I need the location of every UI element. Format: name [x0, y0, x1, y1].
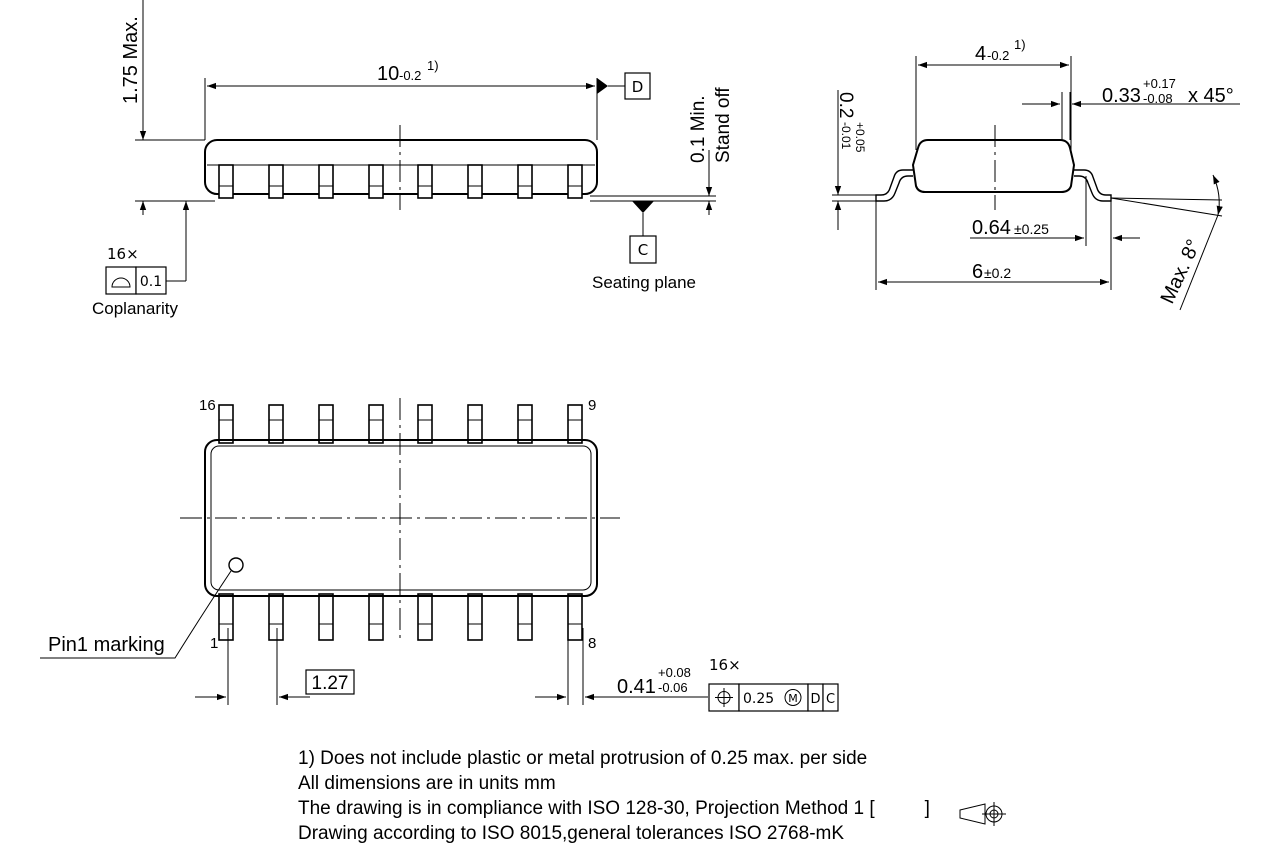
position-datum-c: C: [826, 692, 835, 707]
length-tolerance: -0.2: [399, 68, 421, 83]
height-label: 1.75 Max.: [120, 16, 142, 104]
top-pin-upper: [467, 404, 483, 444]
side-pin: [567, 164, 583, 199]
lead-width-tol-lower: -0.06: [658, 680, 688, 695]
side-pin: [467, 164, 483, 199]
right-lead: [1074, 169, 1112, 202]
top-pin-lower: [268, 593, 284, 641]
top-pin-lower: [368, 593, 384, 641]
surface-profile-icon: [111, 277, 131, 288]
side-pin: [517, 164, 533, 199]
foot-length-tolerance: ±0.25: [1014, 221, 1049, 237]
left-lead: [875, 169, 913, 202]
pin-16-label: 16: [199, 397, 216, 414]
side-pin: [417, 164, 433, 199]
pin-1-label: 1: [210, 635, 218, 652]
datum-d-letter: D: [632, 78, 644, 96]
chamfer-tol-upper: +0.17: [1143, 76, 1176, 91]
datum-c-letter: C: [638, 241, 648, 259]
width-value: 4: [975, 43, 986, 65]
note-line-3-prefix: The drawing is in compliance with ISO 12…: [298, 798, 875, 819]
lead-thickness-value: 0.2: [835, 92, 856, 118]
side-view: 10 -0.2 1) D 1.75 Max. 0.1 Min. Stand of…: [92, 0, 734, 318]
datum-d-box: [624, 72, 651, 100]
pin1-leader: [40, 570, 232, 659]
side-pins: [218, 164, 583, 199]
side-pin: [318, 164, 334, 199]
top-pin-lower: [218, 593, 234, 641]
lead-width-value: 0.41: [617, 676, 656, 698]
lead-thickness-tol-upper: +0.05: [853, 122, 867, 153]
top-pin-upper: [417, 404, 433, 444]
coplanarity-value: 0.1: [140, 274, 162, 290]
note-line-3-suffix: ]: [924, 798, 930, 819]
top-view: 16 9 1 8 Pin1 marking 1.27 0.41 +0.08 -0…: [40, 397, 839, 712]
length-note: 1): [427, 58, 439, 73]
side-package-body: [204, 139, 598, 195]
span-value: 6: [972, 261, 983, 283]
length-value: 10: [377, 63, 399, 85]
chamfer-tol-lower: -0.08: [1143, 91, 1173, 106]
coplanarity-value-box: [135, 266, 167, 295]
angle-arc: [1212, 174, 1223, 216]
width-note: 1): [1014, 37, 1026, 52]
top-package-body: [204, 439, 598, 597]
top-pin-lower: [517, 593, 533, 641]
drawing-notes: 1) Does not include plastic or metal pro…: [298, 746, 930, 846]
top-pin-upper: [268, 404, 284, 444]
datum-c-triangle: [632, 201, 654, 213]
mmc-modifier-icon: [784, 689, 802, 706]
coplanarity-count: 16×: [107, 245, 139, 263]
foot-length-value: 0.64: [972, 217, 1011, 239]
lead-thickness-tol-lower: -0.01: [839, 122, 853, 150]
pin-9-label: 9: [588, 397, 596, 414]
note-line-1: 1) Does not include plastic or metal pro…: [298, 748, 868, 769]
position-count: 16×: [709, 656, 741, 674]
angle-label: Max. 8°: [1157, 236, 1206, 307]
side-pin: [268, 164, 284, 199]
top-pin-upper: [517, 404, 533, 444]
top-pin-lower: [467, 593, 483, 641]
side-pin: [218, 164, 234, 199]
top-pin-lower: [567, 593, 583, 641]
pin1-marking-label: Pin1 marking: [48, 634, 165, 656]
chamfer-angle: x 45°: [1188, 85, 1234, 107]
side-pin: [368, 164, 384, 199]
end-view: 4 -0.2 1) 0.33 +0.17 -0.08 x 45° 0.2 +0.…: [832, 37, 1240, 311]
position-datum-d: D: [810, 692, 820, 707]
standoff-text: Stand off: [713, 87, 734, 163]
position-tolerance: 0.25: [743, 691, 774, 707]
projection-method-icon: [959, 802, 1006, 826]
lead-width-tol-upper: +0.08: [658, 665, 691, 680]
top-pin-upper: [218, 404, 234, 444]
width-tolerance: -0.2: [987, 48, 1009, 63]
datum-c-box: [629, 235, 657, 264]
pin1-dot-icon: [228, 557, 244, 573]
datum-d-triangle: [597, 78, 608, 94]
top-pin-upper: [318, 404, 334, 444]
coplanarity-symbol-box: [105, 266, 137, 295]
seating-plane-label: Seating plane: [592, 273, 696, 292]
note-line-4: Drawing according to ISO 8015,general to…: [298, 823, 845, 844]
chamfer-value: 0.33: [1102, 85, 1141, 107]
top-pin-lower: [417, 593, 433, 641]
note-line-2: All dimensions are in units mm: [298, 773, 556, 794]
note-line-3: The drawing is in compliance with ISO 12…: [298, 796, 930, 821]
mmc-modifier: M: [788, 692, 798, 705]
standoff-label: 0.1 Min.: [688, 95, 709, 163]
top-pin-lower: [318, 593, 334, 641]
coplanarity-label: Coplanarity: [92, 299, 178, 318]
top-pin-upper: [368, 404, 384, 444]
end-package-body: [911, 139, 1076, 193]
pitch-box: [305, 669, 355, 695]
top-package-outline: [210, 445, 592, 591]
position-value-box: [738, 683, 809, 712]
pitch-value: 1.27: [312, 673, 349, 694]
position-datum-c-box: [822, 683, 839, 712]
top-pins: [218, 404, 583, 641]
span-tolerance: ±0.2: [984, 265, 1011, 281]
pin-8-label: 8: [588, 635, 596, 652]
top-pin-upper: [567, 404, 583, 444]
